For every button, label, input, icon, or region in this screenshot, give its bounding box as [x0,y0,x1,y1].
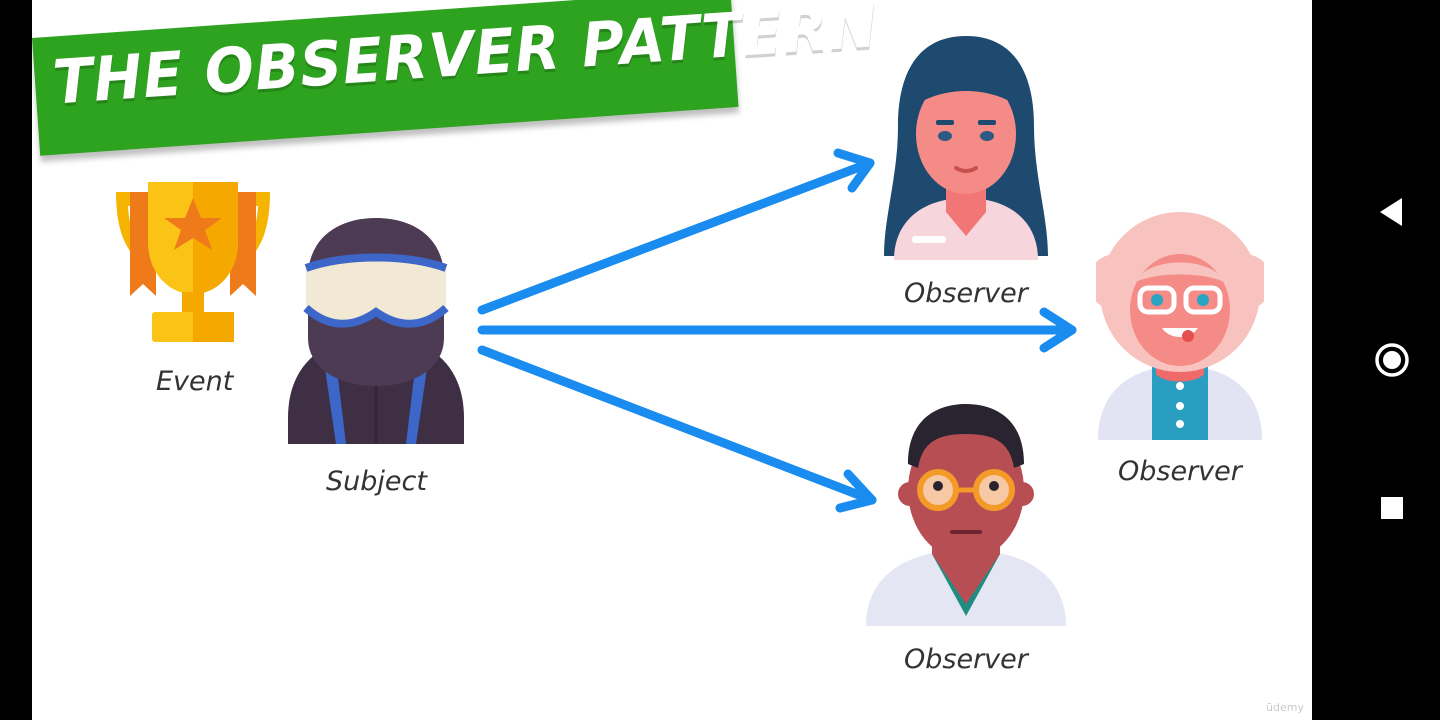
trophy-icon [116,182,270,342]
udemy-watermark: ūdemy [1266,701,1304,714]
arrow-to-bottom-observer [477,345,877,513]
observer-top-label: Observer [904,278,1028,309]
observer-elderly-icon [1096,212,1264,440]
arrows-layer [477,148,1077,513]
back-triangle-icon[interactable] [1372,192,1412,232]
observer-woman-icon [884,36,1048,260]
recents-square-icon[interactable] [1372,488,1412,528]
observer-right-label: Observer [1118,456,1242,487]
subject-ninja-icon [288,218,464,444]
observer-man-glasses-icon [866,404,1066,626]
arrow-to-right-observer [477,307,1077,353]
android-nav-bar [1344,0,1440,720]
event-label: Event [156,366,234,397]
home-circle-icon[interactable] [1372,340,1412,380]
subject-label: Subject [326,466,427,497]
slide-canvas: THE OBSERVER PATTERN [32,0,1312,720]
arrow-to-top-observer [477,148,875,315]
observer-bottom-label: Observer [904,644,1028,675]
